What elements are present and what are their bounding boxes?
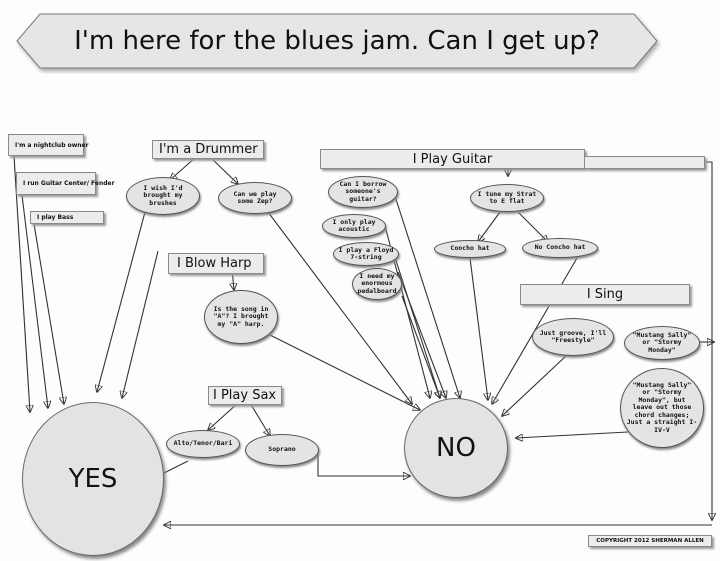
oval-tune-e-flat: I tune my Strat to E flat [470,184,544,212]
oval-mustang-no-changes: "Mustang Sally" or "Stormy Monday", but … [620,368,704,448]
outcome-no: NO [404,398,508,498]
page-title: I'm here for the blues jam. Can I get up… [74,26,600,56]
heading-harp: I Blow Harp [168,253,264,274]
oval-floyd-7-string: I play a Floyd 7-string [333,242,399,266]
heading-guitar: I Play Guitar [320,149,585,169]
heading-sax: I Play Sax [208,386,282,405]
oval-mustang-sally: "Mustang Sally" or "Stormy Monday" [624,326,700,360]
box-bass: I play Bass [30,211,104,224]
box-nightclub-owner: I'm a nightclub owner [8,134,89,156]
oval-pedalboard: I need my enormous pedalboard [352,268,402,300]
oval-soprano: Soprano [245,434,319,466]
box-guitar-center: I run Guitar Center/ Fender [16,172,115,195]
title-banner [16,13,658,69]
oval-alto-tenor-bari: Alto/Tenor/Bari [166,430,240,458]
oval-acoustic: I only play acoustic [322,214,386,238]
oval-borrow-guitar: Can I borrow someone's guitar? [328,176,398,208]
oval-harp-key: Is the song in "A"? I brought my "A" har… [204,290,278,344]
oval-freestyle: Just groove, I'll "Freestyle" [532,318,614,356]
oval-concho-hat: Concho hat [434,240,506,258]
copyright-label: COPYRIGHT 2012 SHERMAN ALLEN [588,535,712,547]
oval-zep: Can we play some Zep? [218,182,292,214]
outcome-yes: YES [22,402,164,556]
heading-drummer: I'm a Drummer [152,140,264,159]
oval-brushes: I wish I'd brought my brushes [126,177,200,215]
oval-no-concho-hat: No Concho hat [522,238,598,258]
guitar-heading-extension [585,156,705,169]
heading-sing: I Sing [520,284,690,305]
